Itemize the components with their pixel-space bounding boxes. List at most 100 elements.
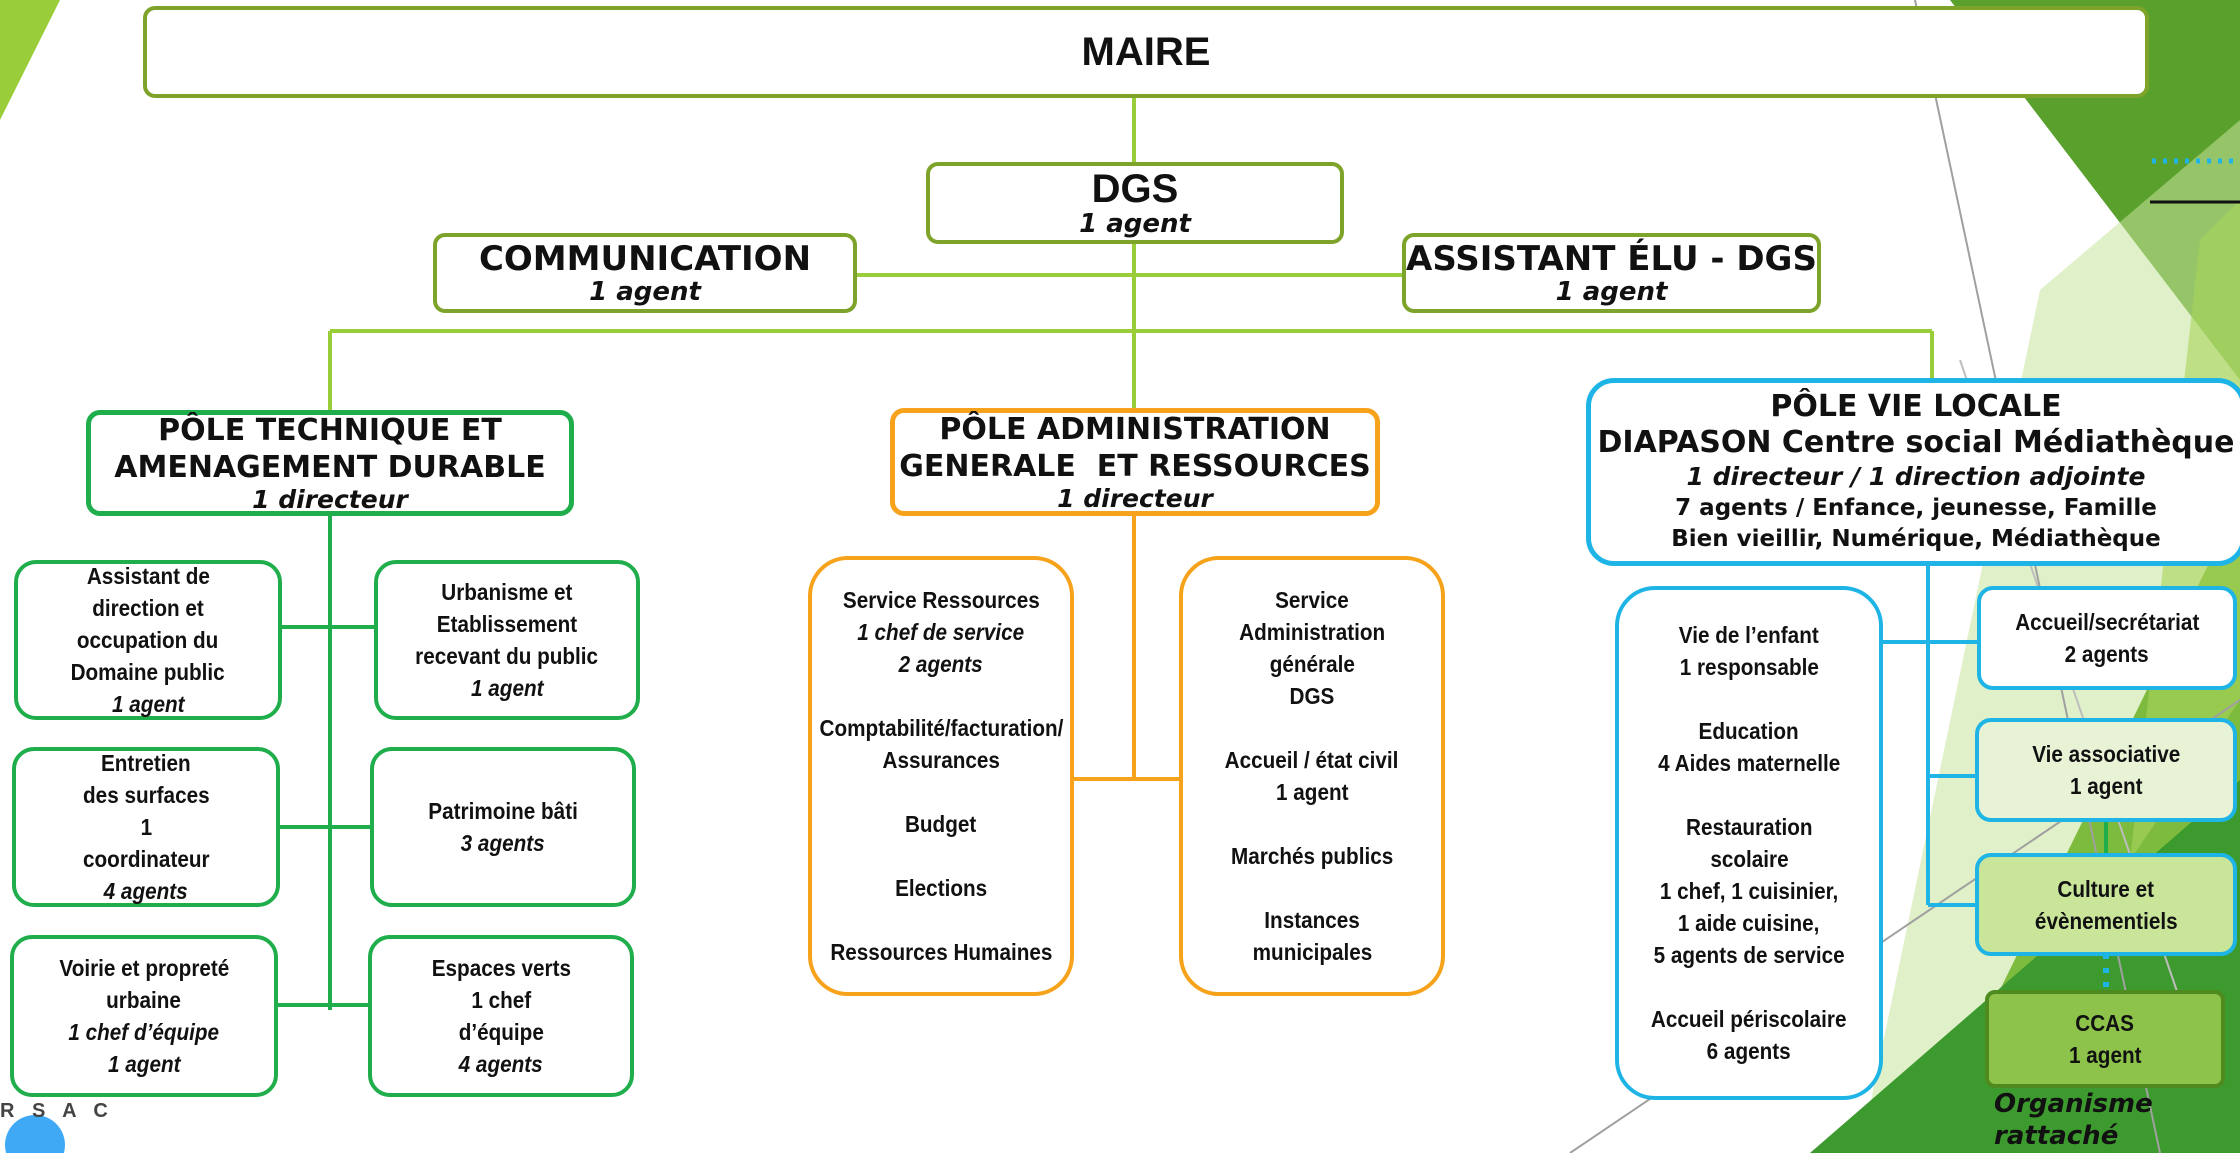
pole-admin-title-1: PÔLE ADMINISTRATION bbox=[939, 412, 1331, 447]
assistant-elu-box: ASSISTANT ÉLU - DGS 1 agent bbox=[1402, 233, 1821, 313]
assistant-line-3: occupation du bbox=[77, 627, 219, 653]
service-patrimoine-box: Patrimoine bâti 3 agents bbox=[370, 747, 636, 907]
vie-enfant-box: Vie de l’enfant 1 responsable Education … bbox=[1615, 586, 1883, 1100]
pole-admin-sub: 1 directeur bbox=[1057, 484, 1213, 513]
service-assistant-box: Assistant de direction et occupation du … bbox=[14, 560, 282, 720]
administration-line-1: Service bbox=[1275, 587, 1349, 613]
voirie-line-2: urbaine bbox=[106, 987, 182, 1013]
pole-admin-box: PÔLE ADMINISTRATION GENERALE ET RESSOURC… bbox=[890, 408, 1380, 516]
ccas-box: CCAS 1 agent bbox=[1985, 990, 2225, 1088]
ressources-list: Service Ressources 1 chef de service 2 a… bbox=[806, 584, 1077, 968]
service-urbanisme-box: Urbanisme et Etablissement recevant du p… bbox=[374, 560, 640, 720]
urbanisme-line-1: Urbanisme et bbox=[441, 579, 573, 605]
thin-diagonal-1 bbox=[1914, 0, 2161, 1153]
administration-line-11: Instances bbox=[1264, 907, 1360, 933]
urbanisme-line-3: recevant du public bbox=[415, 643, 599, 669]
administration-list: Service Administration générale DGS Accu… bbox=[1215, 584, 1408, 968]
assistant-line-2: direction et bbox=[92, 595, 204, 621]
ressources-line-12: Ressources Humaines bbox=[829, 939, 1053, 965]
ressources-spacer-2 bbox=[938, 776, 944, 808]
associative-line-1: Vie associative bbox=[2031, 741, 2181, 767]
pole-vie-line-5: Bien vieillir, Numérique, Médiathèque bbox=[1671, 526, 2161, 552]
ressources-line-8: Budget bbox=[905, 811, 977, 837]
pole-vie-title-1: PÔLE VIE LOCALE bbox=[1770, 389, 2062, 424]
urbanisme-line-2: Etablissement bbox=[436, 611, 578, 637]
communication-sub: 1 agent bbox=[589, 277, 701, 307]
espaces-line-1: Espaces verts bbox=[431, 955, 571, 981]
pole-technique-title-2: AMENAGEMENT DURABLE bbox=[114, 450, 546, 485]
ressources-line-1: Service Ressources bbox=[842, 587, 1040, 613]
ressources-line-10: Elections bbox=[894, 875, 988, 901]
vie-connectors bbox=[1880, 564, 1977, 907]
enfant-line-5: 4 Aides maternelle bbox=[1657, 750, 1841, 776]
assistant-line-1: Assistant de bbox=[86, 563, 210, 589]
service-espaces-box: Espaces verts 1 chef d’équipe 4 agents bbox=[368, 935, 634, 1097]
communication-box: COMMUNICATION 1 agent bbox=[433, 233, 857, 313]
administration-line-7: 1 agent bbox=[1275, 779, 1349, 805]
dgs-title: DGS bbox=[1091, 167, 1179, 211]
enfant-line-1: Vie de l’enfant bbox=[1679, 622, 1819, 648]
left-green-bar bbox=[0, 0, 60, 120]
enfant-line-14: 6 agents bbox=[1706, 1038, 1791, 1064]
administration-spacer-2 bbox=[1309, 808, 1315, 840]
pole-technique-title-1: PÔLE TECHNIQUE ET bbox=[158, 413, 502, 448]
pole-technique-box: PÔLE TECHNIQUE ET AMENAGEMENT DURABLE 1 … bbox=[86, 410, 574, 516]
ccas-line-2: 1 agent bbox=[2068, 1042, 2142, 1068]
administration-spacer-1 bbox=[1309, 712, 1315, 744]
culture-box: Culture et évènementiels bbox=[1975, 853, 2237, 956]
administration-line-3: générale bbox=[1269, 651, 1355, 677]
administration-spacer-3 bbox=[1309, 872, 1315, 904]
admin-connectors bbox=[1072, 516, 1181, 781]
assistant-elu-title: ASSISTANT ÉLU - DGS bbox=[1406, 239, 1817, 279]
ressources-line-2: 1 chef de service bbox=[857, 619, 1025, 645]
maire-box-extension: MAIRE bbox=[143, 6, 2149, 98]
administration-line-2: Administration bbox=[1238, 619, 1386, 645]
enfant-line-9: 1 chef, 1 cuisinier, bbox=[1659, 878, 1839, 904]
enfant-line-2: 1 responsable bbox=[1679, 654, 1819, 680]
enfant-line-8: scolaire bbox=[1709, 846, 1789, 872]
logo-mark bbox=[5, 1115, 65, 1153]
ressources-spacer-3 bbox=[938, 840, 944, 872]
service-entretien-box: Entretien des surfaces 1 coordinateur 4 … bbox=[12, 747, 280, 907]
ccas-line-1: CCAS bbox=[2075, 1010, 2135, 1036]
dgs-sub: 1 agent bbox=[1079, 209, 1191, 239]
dgs-box: DGS 1 agent bbox=[926, 162, 1344, 244]
culture-line-2: évènementiels bbox=[2034, 907, 2178, 934]
enfant-line-11: 5 agents de service bbox=[1653, 942, 1845, 968]
technique-connectors bbox=[276, 515, 378, 1010]
patrimoine-line-2: 3 agents bbox=[460, 830, 545, 856]
administration-line-9: Marchés publics bbox=[1230, 843, 1394, 869]
enfant-line-10: 1 aide cuisine, bbox=[1678, 910, 1820, 936]
pole-admin-title-2: GENERALE ET RESSOURCES bbox=[899, 449, 1371, 484]
entretien-line-2: des surfaces bbox=[82, 782, 210, 808]
pole-vie-box: PÔLE VIE LOCALE DIAPASON Centre social M… bbox=[1586, 378, 2240, 566]
enfant-line-13: Accueil périscolaire bbox=[1651, 1006, 1847, 1032]
ressources-line-3: 2 agents bbox=[898, 651, 983, 677]
communication-title: COMMUNICATION bbox=[478, 239, 812, 279]
voirie-line-1: Voirie et propreté bbox=[59, 955, 229, 981]
organisme-rattache-label: Organisme rattaché bbox=[1994, 1088, 2153, 1152]
urbanisme-line-4: 1 agent bbox=[470, 675, 544, 701]
enfant-spacer-2 bbox=[1746, 779, 1752, 811]
logo-text: R S A C bbox=[0, 1100, 114, 1122]
pole-vie-line-4: 7 agents / Enfance, jeunesse, Famille bbox=[1675, 495, 2157, 521]
pole-vie-sub: 1 directeur / 1 direction adjointe bbox=[1686, 462, 2146, 491]
assistant-line-5: 1 agent bbox=[111, 691, 185, 717]
voirie-line-4: 1 agent bbox=[107, 1051, 181, 1077]
patrimoine-line-1: Patrimoine bâti bbox=[428, 798, 578, 824]
espaces-line-2: 1 chef bbox=[471, 987, 531, 1013]
ressources-spacer-4 bbox=[938, 904, 944, 936]
vie-enfant-list: Vie de l’enfant 1 responsable Education … bbox=[1640, 619, 1857, 1067]
pole-technique-sub: 1 directeur bbox=[252, 485, 408, 514]
entretien-line-5: 4 agents bbox=[103, 878, 188, 904]
service-administration-box: Service Administration générale DGS Accu… bbox=[1179, 556, 1445, 996]
assistant-line-4: Domaine public bbox=[70, 659, 226, 685]
administration-line-12: municipales bbox=[1252, 939, 1372, 965]
vie-associative-box: Vie associative 1 agent bbox=[1975, 718, 2237, 822]
service-ressources-box: Service Ressources 1 chef de service 2 a… bbox=[808, 556, 1074, 996]
accueil-line-1: Accueil/secrétariat bbox=[2014, 609, 2200, 635]
ressources-spacer-1 bbox=[938, 680, 944, 712]
entretien-line-4: coordinateur bbox=[82, 846, 210, 872]
pole-vie-title-2: DIAPASON Centre social Médiathèque bbox=[1597, 425, 2235, 460]
